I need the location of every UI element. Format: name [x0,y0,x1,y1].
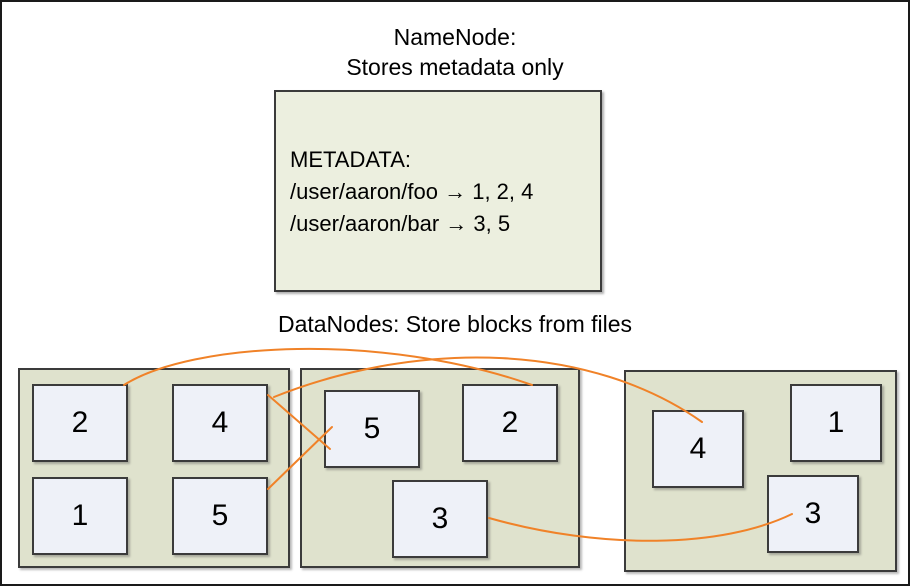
block-tile: 1 [32,477,128,555]
block-tile: 4 [652,410,744,488]
block-tile: 3 [767,475,859,553]
block-tile: 5 [172,477,268,555]
block-tile: 4 [172,384,268,462]
block-tile: 2 [462,384,558,462]
block-tile: 2 [32,384,128,462]
datanodes-title: DataNodes: Store blocks from files [277,311,633,337]
namenode-title-line-1: NameNode: [393,24,517,50]
block-tile: 5 [324,390,420,468]
namenode-title-line-2: Stores metadata only [346,54,564,80]
block-tile: 3 [392,480,488,558]
namenode-title: NameNode: Stores metadata only [2,22,908,82]
namenode-metadata-text: METADATA: /user/aaron/foo → 1, 2, 4 /use… [290,147,534,236]
block-tile: 1 [790,384,882,462]
namenode-metadata-box: METADATA: /user/aaron/foo → 1, 2, 4 /use… [274,90,602,292]
